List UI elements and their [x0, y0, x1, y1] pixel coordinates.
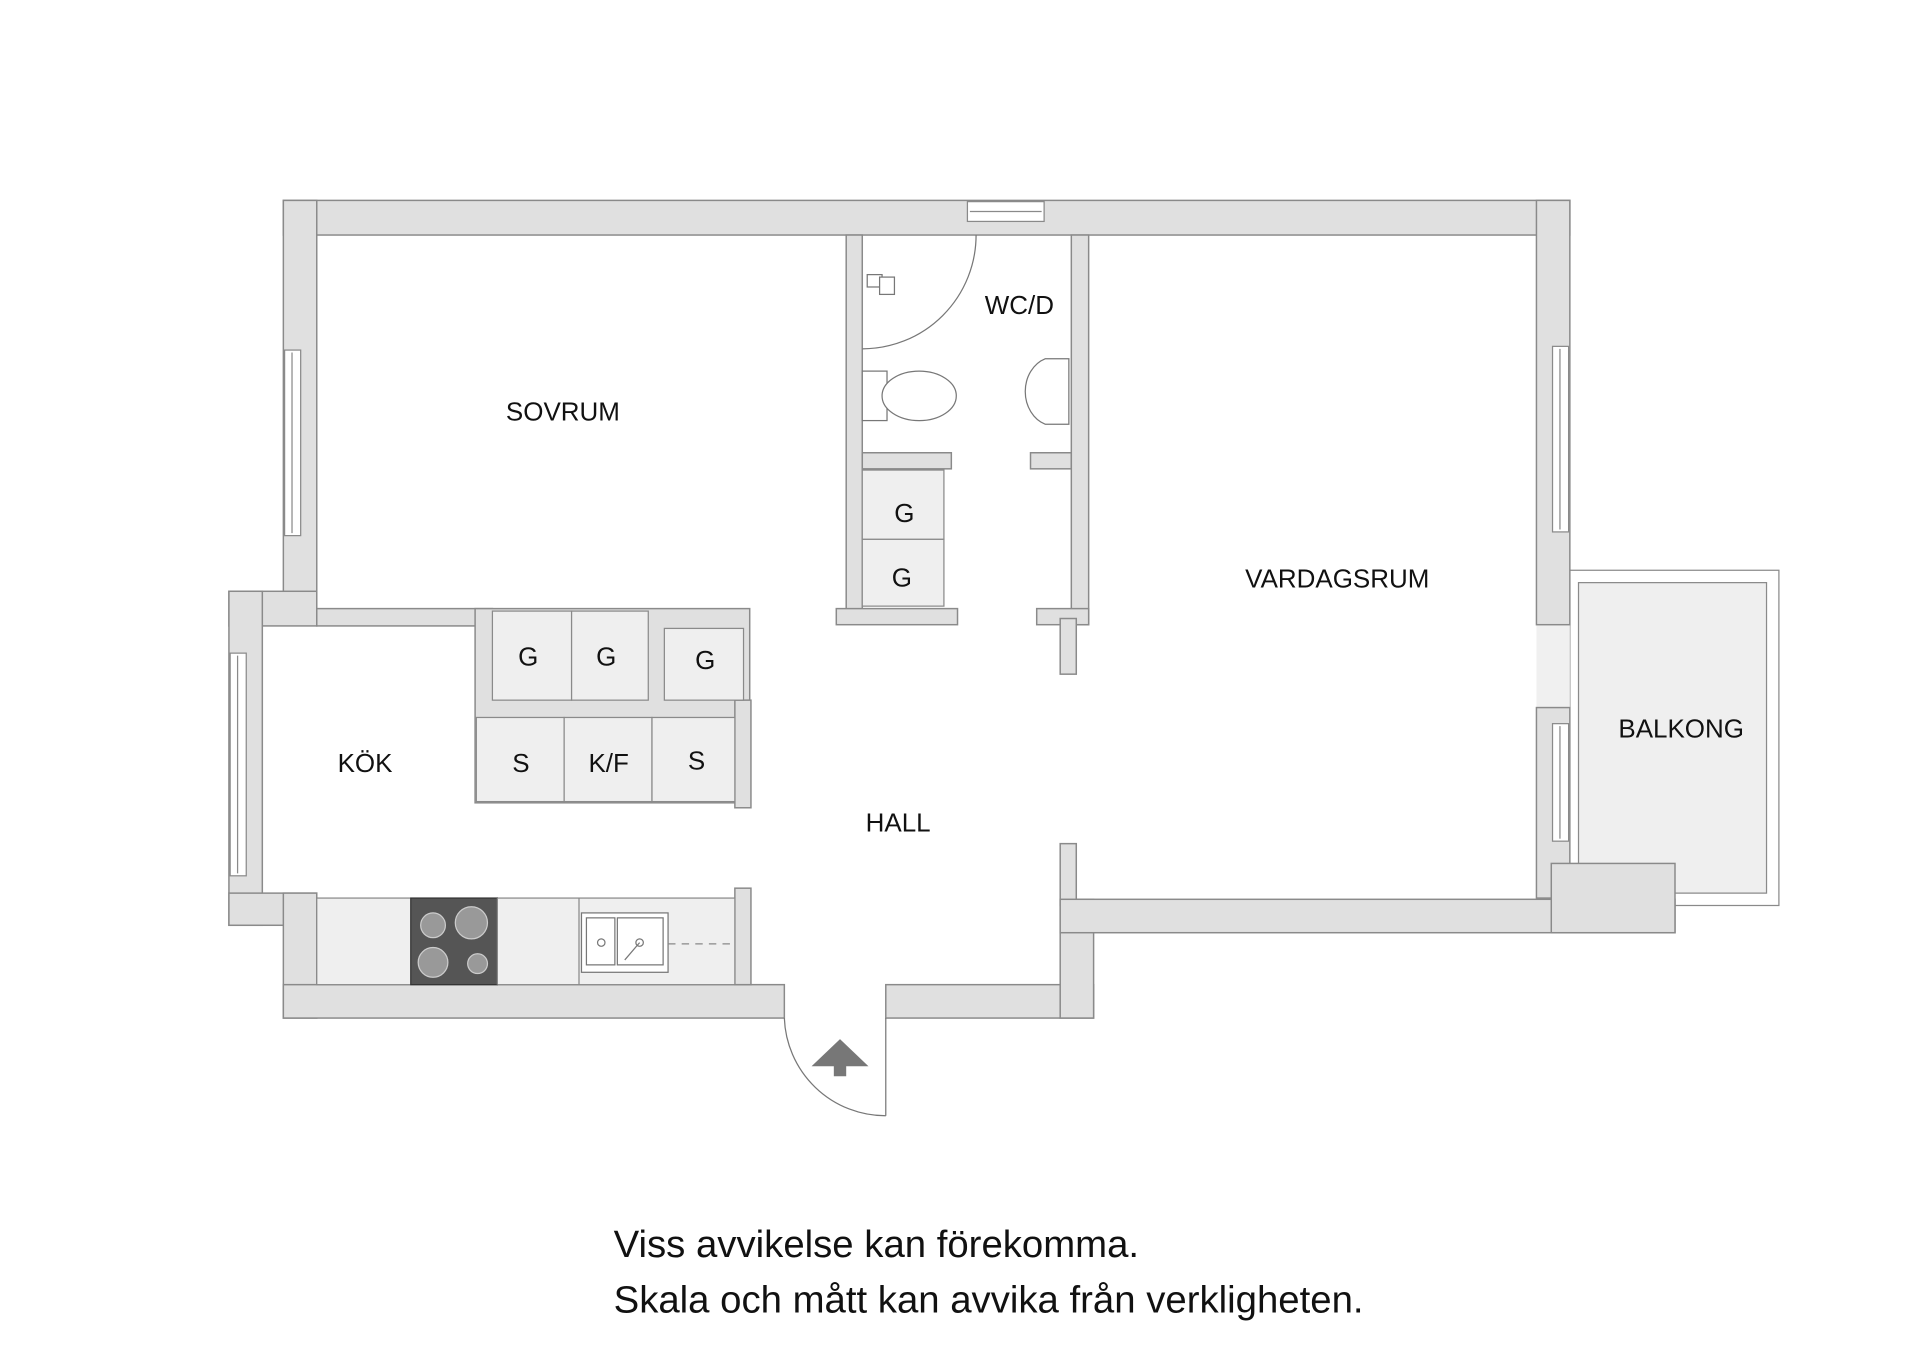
room-label-wc: WC/D: [985, 290, 1054, 320]
entrance-arrow-icon: [811, 1039, 869, 1077]
storage-label: S: [688, 745, 705, 775]
disclaimer-line-1: Viss avvikelse kan förekomma.: [614, 1223, 1139, 1266]
storage-label: G: [596, 642, 616, 672]
sink: [580, 912, 669, 973]
room-label-hall: HALL: [866, 807, 931, 837]
entrance-door: [783, 1018, 887, 1117]
balcony: [1536, 569, 1780, 907]
storage-label: G: [695, 645, 715, 675]
storage-label: G: [518, 642, 538, 672]
room-label-balkong: BALKONG: [1618, 713, 1744, 743]
wc-fixtures: [861, 235, 1070, 425]
storage-label: K/F: [588, 748, 628, 778]
room-label-vardagsrum: VARDAGSRUM: [1245, 564, 1429, 594]
windows: [229, 201, 1570, 877]
storage-label: G: [892, 562, 912, 592]
storage-units: [475, 469, 945, 803]
storage-label: G: [894, 498, 914, 528]
walls: [228, 199, 1676, 1019]
room-label-sovrum: SOVRUM: [506, 397, 620, 427]
disclaimer-line-2: Skala och mått kan avvika från verklighe…: [614, 1278, 1364, 1321]
room-label-kok: KÖK: [338, 748, 394, 778]
kitchen-counter: [316, 897, 736, 986]
storage-label: S: [512, 748, 529, 778]
